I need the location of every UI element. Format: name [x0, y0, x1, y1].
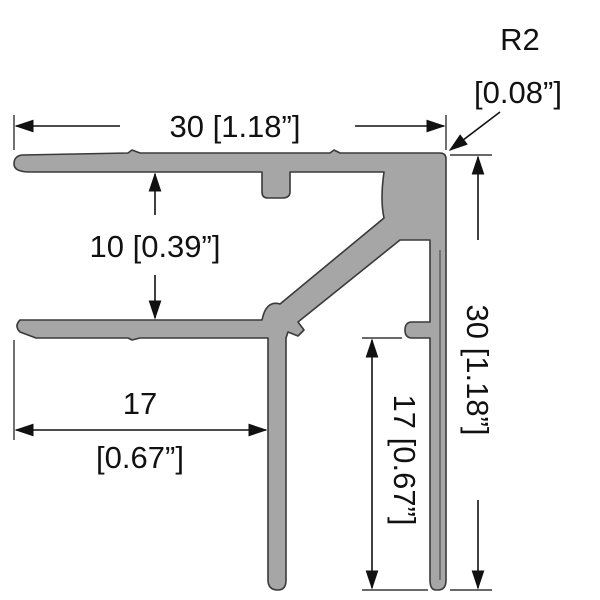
dim-lower-flange-mm: 17: [123, 386, 157, 421]
dim-gap-height: 10 [0.39”]: [90, 229, 221, 264]
dim-right-height: 30 [1.18”]: [460, 305, 495, 436]
dim-radius-mm: R2: [500, 22, 540, 57]
aluminum-profile: [13, 149, 447, 591]
dim-top-width: 30 [1.18”]: [170, 109, 301, 144]
dim-lower-flange-in: [0.67”]: [96, 440, 184, 475]
radius-leader: [448, 111, 501, 151]
dim-inner-leg: 17 [0.67”]: [387, 395, 422, 526]
dim-radius-in: [0.08”]: [474, 75, 562, 110]
